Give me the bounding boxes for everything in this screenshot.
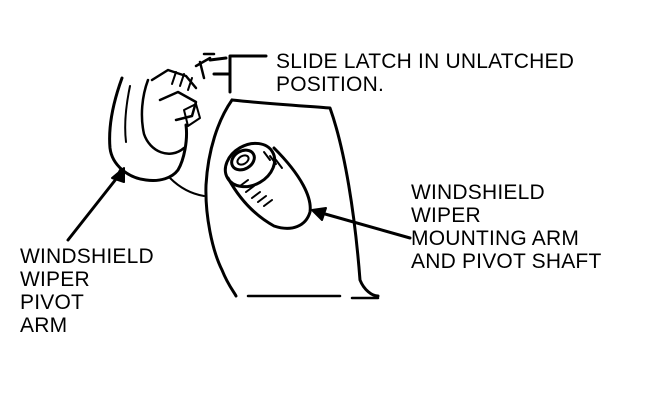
pivot-arm-label: WINDSHIELD WIPER PIVOT ARM — [20, 245, 154, 337]
cowl-panel — [169, 98, 380, 298]
slide-latch-label: SLIDE LATCH IN UNLATCHED POSITION. — [276, 50, 574, 96]
mounting-arm-label-line-2: WIPER — [411, 204, 481, 227]
pivot-arm-label-line-1: WINDSHIELD — [20, 245, 154, 268]
mounting-arm-label: WINDSHIELD WIPER MOUNTING ARM AND PIVOT … — [411, 181, 601, 273]
pivot-arm-label-line-4: ARM — [20, 314, 68, 337]
mounting-arm-leader — [311, 207, 412, 240]
latch-leader — [208, 54, 268, 94]
pivot-arm — [108, 68, 201, 183]
pivot-shaft — [223, 141, 312, 230]
mounting-arm-label-line-1: WINDSHIELD — [411, 181, 545, 204]
slide-latch — [194, 52, 216, 80]
pivot-arm-leader — [66, 167, 125, 242]
panel-edge — [246, 294, 380, 300]
pivot-arm-label-line-3: PIVOT — [20, 291, 85, 314]
slide-latch-label-line-1: SLIDE LATCH IN UNLATCHED — [276, 50, 575, 73]
slide-latch-label-line-2: POSITION. — [276, 73, 384, 96]
pivot-arm-label-line-2: WIPER — [20, 268, 90, 291]
mounting-arm-label-line-3: MOUNTING ARM — [411, 227, 580, 250]
mounting-arm-label-line-4: AND PIVOT SHAFT — [411, 250, 602, 273]
